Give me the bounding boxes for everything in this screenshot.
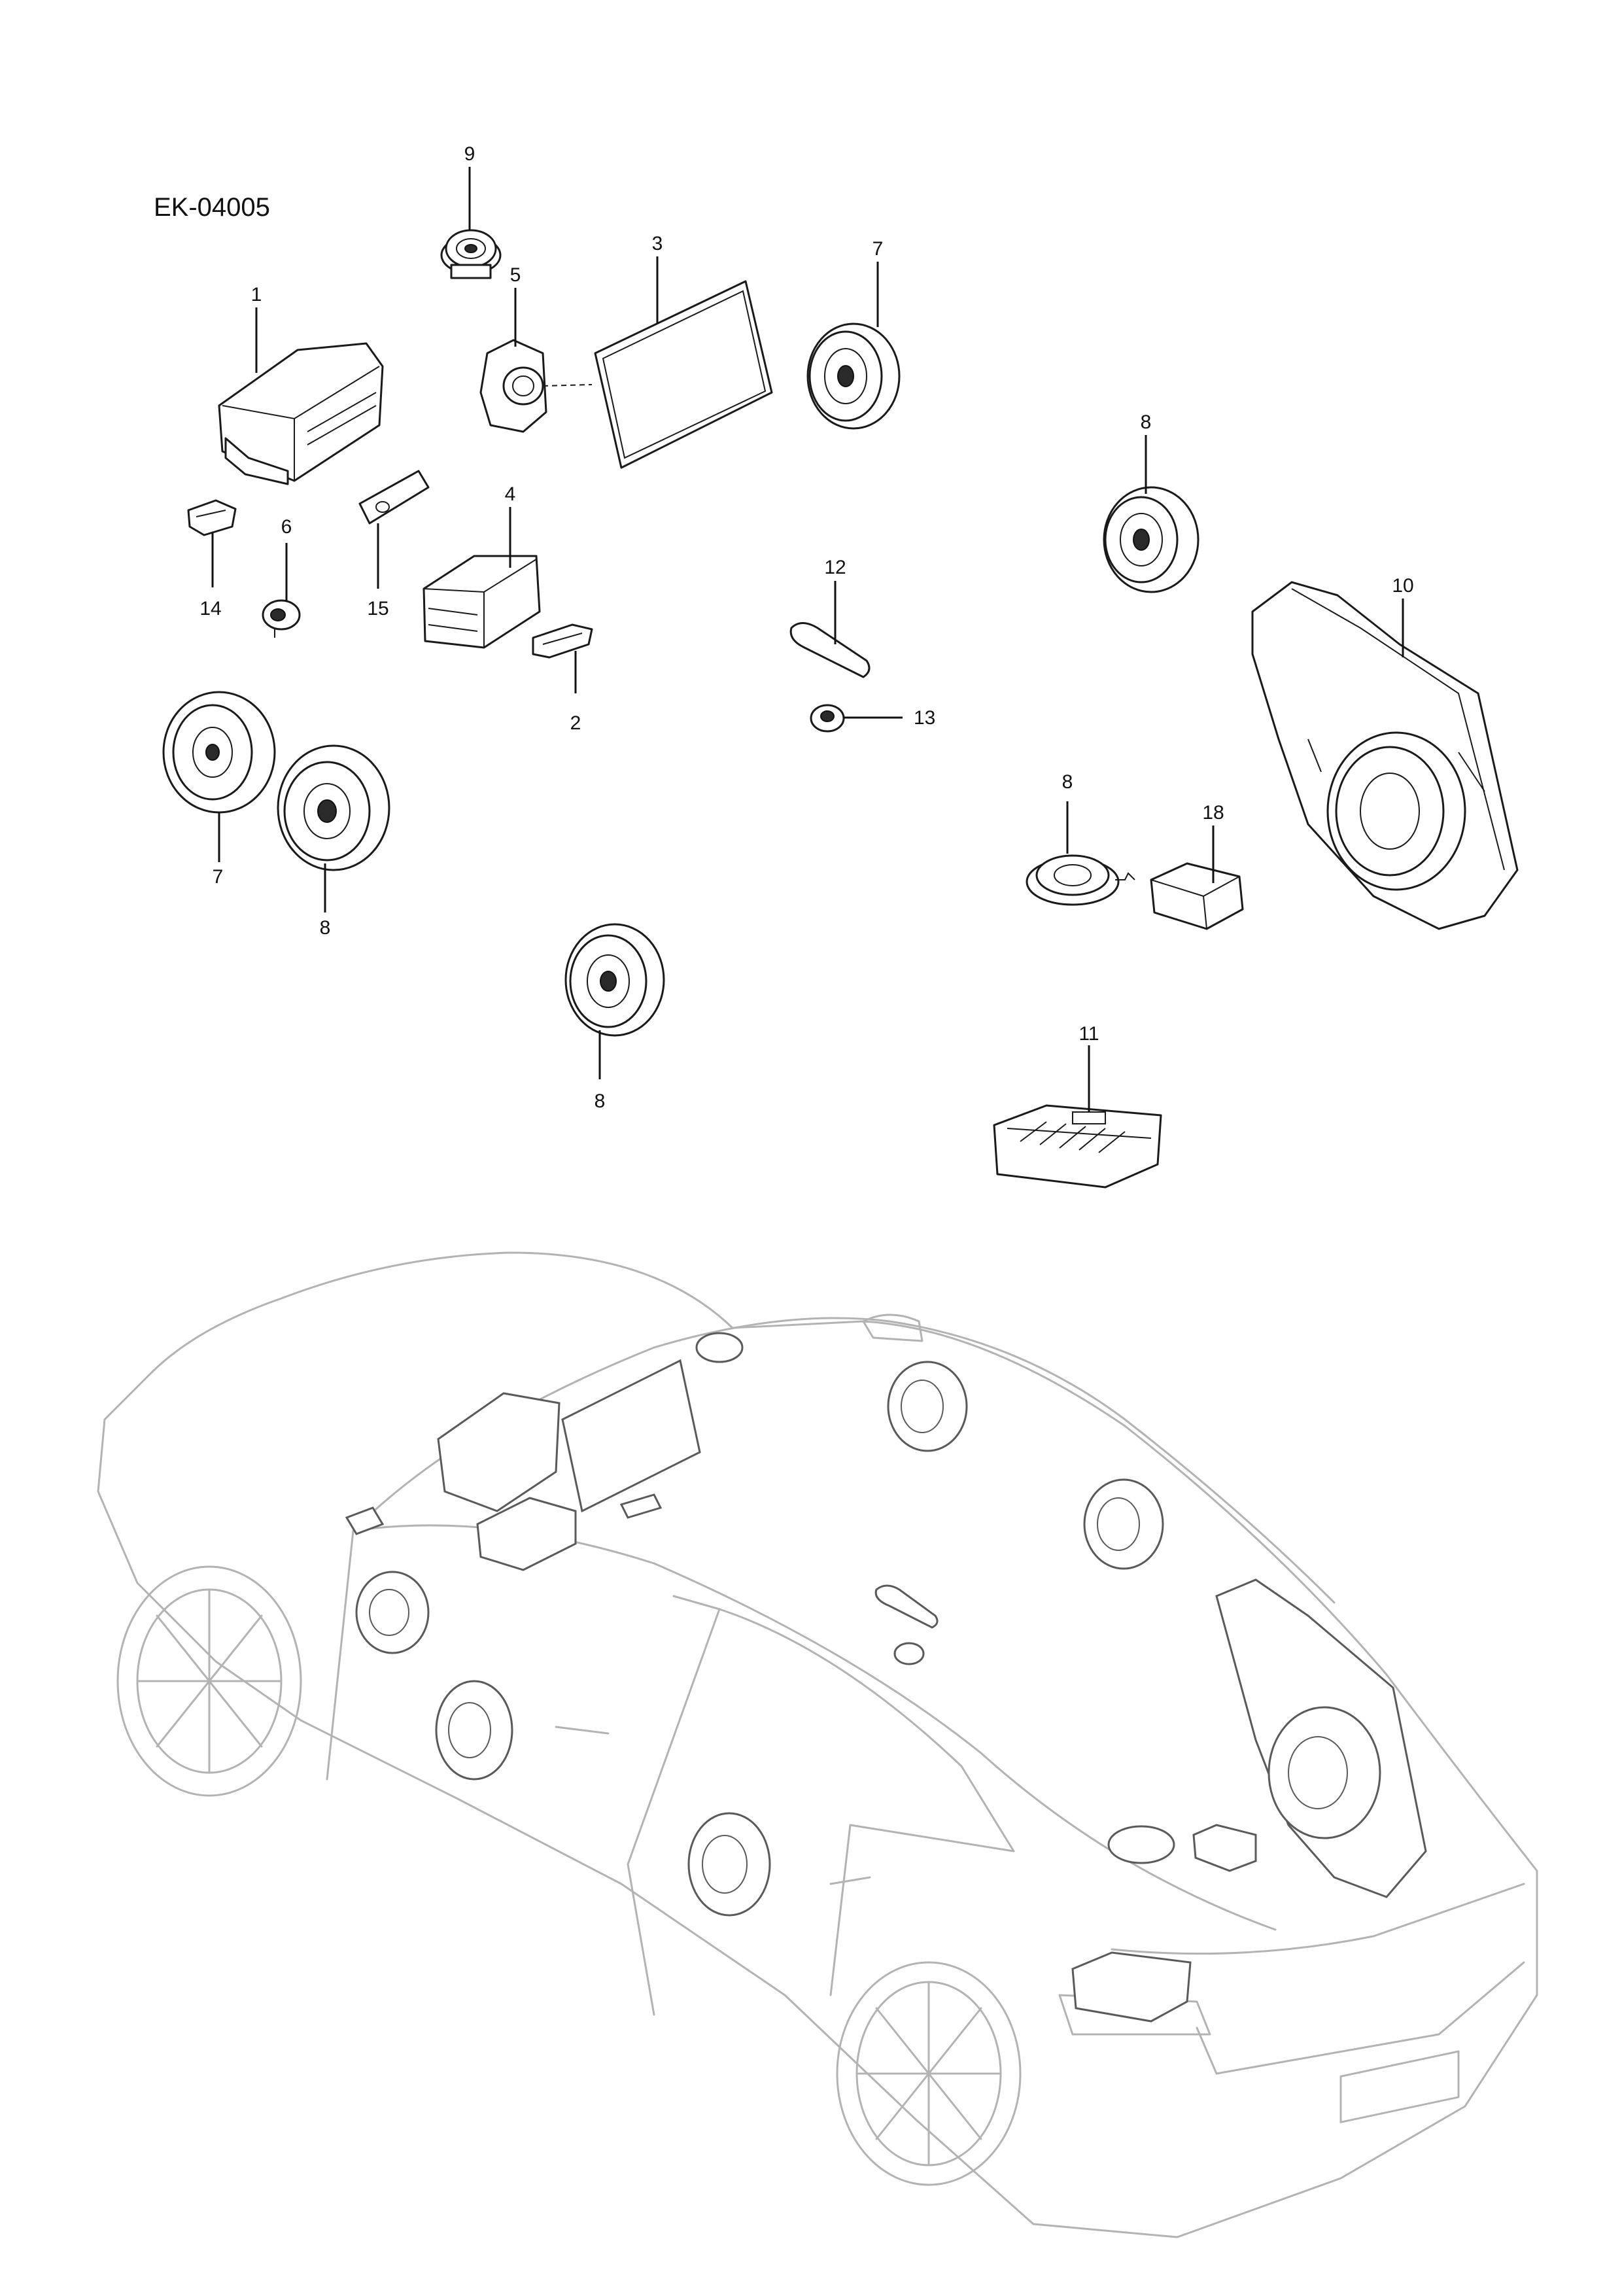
diagram-code: EK-04005 (154, 193, 270, 222)
part-5-driver (479, 339, 593, 433)
callout-3: 3 (652, 233, 663, 324)
part-4-amplifier (423, 555, 541, 649)
svg-text:9: 9 (464, 143, 475, 165)
part-18-module (1150, 862, 1244, 930)
callout-9: 8 (320, 863, 331, 939)
callout-8-top: 8 (1141, 411, 1152, 494)
callout-11: 9 (464, 143, 475, 230)
svg-text:15: 15 (367, 598, 388, 619)
part-9-speaker (277, 744, 390, 871)
callout-2: 2 (570, 651, 581, 734)
part-11-speaker (440, 229, 502, 279)
callout-15: 13 (844, 707, 935, 729)
part-13-amplifier (993, 1104, 1162, 1189)
svg-text:12: 12 (824, 557, 846, 578)
part-8-speaker-top (1103, 486, 1199, 593)
svg-text:8: 8 (1062, 771, 1073, 793)
part-16-connector (187, 499, 237, 536)
svg-text:8: 8 (595, 1090, 606, 1112)
callout-4: 4 (505, 483, 516, 568)
callout-13: 11 (1078, 1023, 1099, 1112)
svg-text:13: 13 (914, 707, 935, 729)
svg-text:11: 11 (1078, 1023, 1099, 1045)
part-15-antenna-base (810, 704, 845, 733)
part-12-subwoofer-enclosure (1251, 581, 1519, 930)
svg-text:8: 8 (1141, 411, 1152, 433)
svg-text:7: 7 (872, 238, 884, 260)
svg-text:18: 18 (1202, 802, 1224, 824)
svg-text:14: 14 (199, 598, 221, 619)
part-17-control-module (358, 470, 430, 525)
svg-text:4: 4 (505, 483, 516, 505)
svg-text:10: 10 (1392, 575, 1413, 597)
part-2-switch (532, 623, 593, 659)
callout-10: 8 (1062, 771, 1073, 854)
svg-text:8: 8 (320, 917, 331, 939)
callout-17: 15 (367, 523, 389, 619)
svg-text:7: 7 (213, 866, 224, 888)
part-3-display-panel (594, 280, 773, 469)
part-7-speaker-left (162, 691, 276, 814)
installed-parts (345, 1332, 1427, 2023)
callout-16: 14 (199, 533, 222, 619)
part-8-speaker-lower (564, 923, 665, 1037)
part-7-speaker-top (806, 322, 901, 430)
callout-14: 12 (824, 557, 846, 644)
callout-1: 1 (251, 284, 262, 373)
part-14-antenna (789, 622, 871, 678)
callout-18: 18 (1202, 802, 1224, 883)
svg-text:6: 6 (281, 516, 292, 538)
svg-text:5: 5 (510, 264, 521, 286)
callout-12: 10 (1392, 575, 1414, 657)
callout-7-top: 7 (872, 238, 884, 327)
callout-6: 6 (281, 516, 292, 602)
callout-5: 5 (510, 264, 521, 347)
part-10-speaker (1026, 854, 1135, 906)
svg-text:1: 1 (251, 284, 262, 305)
svg-text:2: 2 (570, 712, 581, 734)
callout-7-left: 7 (213, 812, 224, 888)
part-1-head-unit (218, 342, 384, 485)
callout-8-lower: 8 (595, 1030, 606, 1112)
svg-text:3: 3 (652, 233, 663, 254)
part-6-tweeter (262, 599, 301, 638)
